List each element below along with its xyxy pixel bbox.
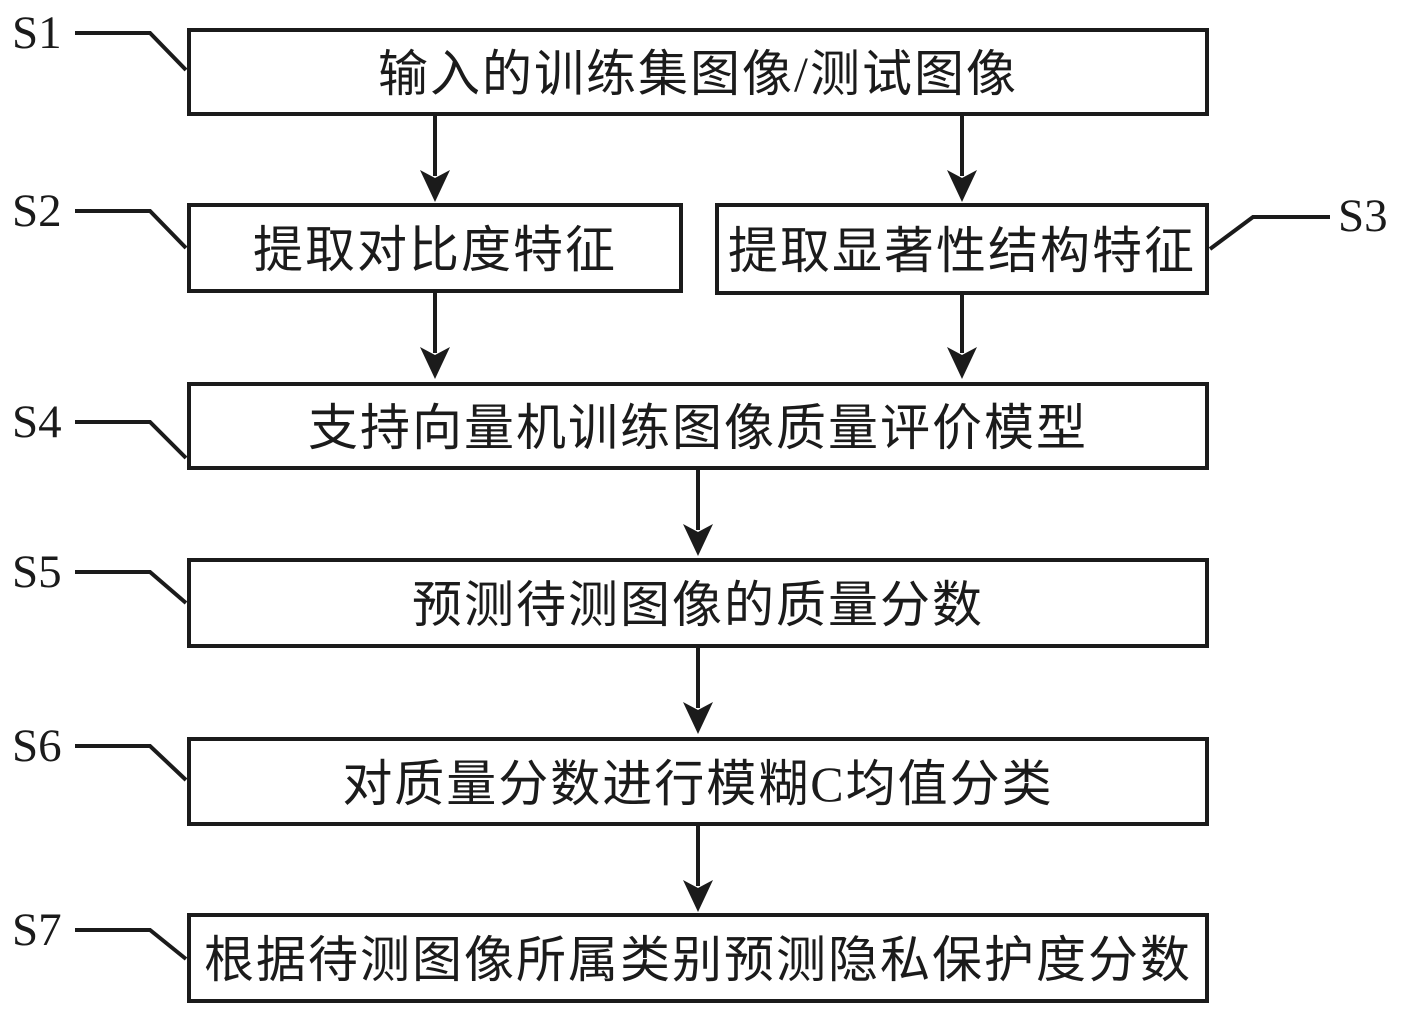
- step-box-s1: 输入的训练集图像/测试图像: [187, 28, 1209, 116]
- leader-line-s2: [75, 209, 188, 250]
- step-text-s1: 输入的训练集图像/测试图像: [378, 46, 1018, 102]
- step-label-s1: S1: [12, 7, 62, 59]
- step-box-s5: 预测待测图像的质量分数: [187, 558, 1209, 648]
- step-text-s4: 支持向量机训练图像质量评价模型: [308, 400, 1088, 456]
- arrow-s2-to-s4: [420, 293, 450, 379]
- leader-line-s1: [75, 31, 188, 72]
- step-text-s5: 预测待测图像的质量分数: [412, 577, 984, 633]
- leader-line-s6: [75, 744, 188, 782]
- step-text-s2: 提取对比度特征: [253, 222, 617, 278]
- step-label-s6: S6: [12, 720, 62, 772]
- step-label-s3: S3: [1338, 190, 1388, 242]
- leader-line-s7: [75, 928, 188, 961]
- arrow-s1-to-s3: [947, 116, 977, 202]
- leader-line-s5: [75, 570, 188, 605]
- arrow-s5-to-s6: [683, 648, 713, 734]
- step-box-s4: 支持向量机训练图像质量评价模型: [187, 382, 1209, 470]
- arrow-s1-to-s2: [420, 116, 450, 202]
- step-label-s5: S5: [12, 546, 62, 598]
- step-text-s7: 根据待测图像所属类别预测隐私保护度分数: [204, 932, 1192, 988]
- step-text-s3: 提取显著性结构特征: [728, 223, 1196, 279]
- step-label-s7: S7: [12, 904, 62, 956]
- arrow-s3-to-s4: [947, 295, 977, 379]
- leader-line-s3: [1208, 215, 1330, 251]
- step-box-s3: 提取显著性结构特征: [715, 203, 1209, 295]
- step-box-s2: 提取对比度特征: [187, 203, 683, 293]
- step-label-s4: S4: [12, 396, 62, 448]
- arrow-s4-to-s5: [683, 470, 713, 556]
- arrow-s6-to-s7: [683, 826, 713, 912]
- leader-line-s4: [75, 420, 188, 460]
- step-box-s6: 对质量分数进行模糊C均值分类: [187, 737, 1209, 826]
- step-text-s6: 对质量分数进行模糊C均值分类: [342, 755, 1054, 812]
- step-label-s2: S2: [12, 185, 62, 237]
- step-box-s7: 根据待测图像所属类别预测隐私保护度分数: [187, 913, 1209, 1003]
